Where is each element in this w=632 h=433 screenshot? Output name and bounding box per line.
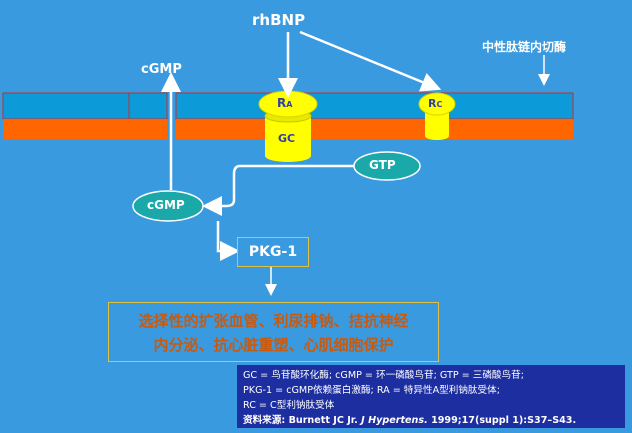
cgmp-top-label: cGMP xyxy=(141,62,182,77)
source-journal: J Hypertens. xyxy=(361,415,428,426)
membrane-left xyxy=(2,92,168,139)
legend-line-1: GC = 鸟苷酸环化酶; cGMP = 环一磷酸鸟苷; GTP = 三磷酸鸟苷; xyxy=(243,370,524,381)
gtp-to-cgmp-arrow xyxy=(202,164,354,216)
ra-label: RA xyxy=(277,96,292,110)
gtp-label: GTP xyxy=(369,158,396,172)
rc-label: RC xyxy=(428,97,442,110)
legend-source: 资料来源: Burnett JC Jr. J Hypertens. 1999;1… xyxy=(243,413,619,428)
cgmp-mid-label: cGMP xyxy=(147,198,185,212)
legend-line-3: RC = C型利钠肽受体 xyxy=(243,400,335,411)
abbreviation-legend: GC = 鸟苷酸环化酶; cGMP = 环一磷酸鸟苷; GTP = 三磷酸鸟苷;… xyxy=(237,365,625,428)
effects-line-1: 选择性的扩张血管、利尿排钠、拮抗神经 xyxy=(138,312,409,330)
legend-line-2: PKG-1 = cGMP依赖蛋白激酶; RA = 特异性A型利钠肽受体; xyxy=(243,385,500,396)
neutral-enzyme-label: 中性肽链内切酶 xyxy=(482,40,567,54)
rc-sub: C xyxy=(436,100,443,109)
effects-box: 选择性的扩张血管、利尿排钠、拮抗神经 内分泌、抗心脏重塑、心肌细胞保护 xyxy=(108,302,439,362)
rc-main: R xyxy=(428,97,437,110)
ra-main: R xyxy=(277,96,287,110)
rhbnp-label: rhBNP xyxy=(252,11,306,29)
membrane-right xyxy=(175,92,574,139)
source-label: 资料来源: xyxy=(243,415,289,426)
rc-receptor xyxy=(418,92,456,140)
source-citation: 1999;17(suppl 1):S37–S43. xyxy=(427,415,577,426)
rhbnp-to-rc-arrow xyxy=(299,30,442,92)
cgmp-to-pkg-arrow xyxy=(216,221,240,261)
effects-line-2: 内分泌、抗心脏重塑、心肌细胞保护 xyxy=(153,336,394,354)
ra-gc-receptor xyxy=(258,90,318,162)
gc-label: GC xyxy=(278,132,296,145)
source-authors: Burnett JC Jr. xyxy=(288,415,362,426)
pkg1-box: PKG-1 xyxy=(237,237,309,267)
ra-sub: A xyxy=(286,100,293,109)
